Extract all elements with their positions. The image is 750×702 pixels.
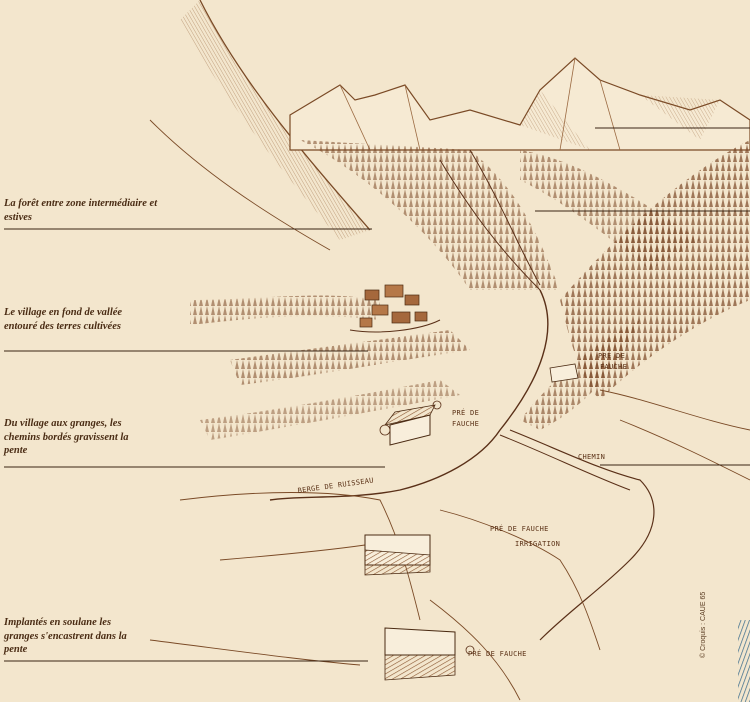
label-pre-fauche-mid: PRÉ DE (452, 408, 479, 417)
label-pre-fauche-upper-2: FAUCHE (600, 363, 627, 371)
label-pre-fauche-mid-2: FAUCHE (452, 420, 479, 428)
credit-text: © Croquis : CAUE 65 (700, 592, 707, 658)
caption-forest: La forêt entre zone intermédiaire et est… (4, 197, 164, 224)
corner-photo (738, 620, 750, 702)
label-pre-fauche-lower: PRÉ DE FAUCHE (468, 649, 527, 658)
label-berge: BERGE DE RUISSEAU (297, 476, 374, 495)
label-chemin: CHEMIN (578, 453, 605, 461)
label-pre-fauche-irrigation: PRÉ DE FAUCHE (490, 524, 549, 533)
mountain-peaks (290, 58, 750, 150)
label-irrigation: IRRIGATION (515, 540, 560, 548)
barn-top (385, 405, 435, 445)
caption-paths: Du village aux granges, les chemins bord… (4, 417, 134, 458)
caption-barns: Implantés en soulane les granges s'encas… (4, 616, 144, 657)
barn-lower (385, 628, 455, 680)
barn-middle (365, 535, 430, 575)
label-pre-fauche-upper: PRÉ DE (598, 351, 625, 360)
caption-village: Le village en fond de vallée entouré des… (4, 306, 124, 333)
